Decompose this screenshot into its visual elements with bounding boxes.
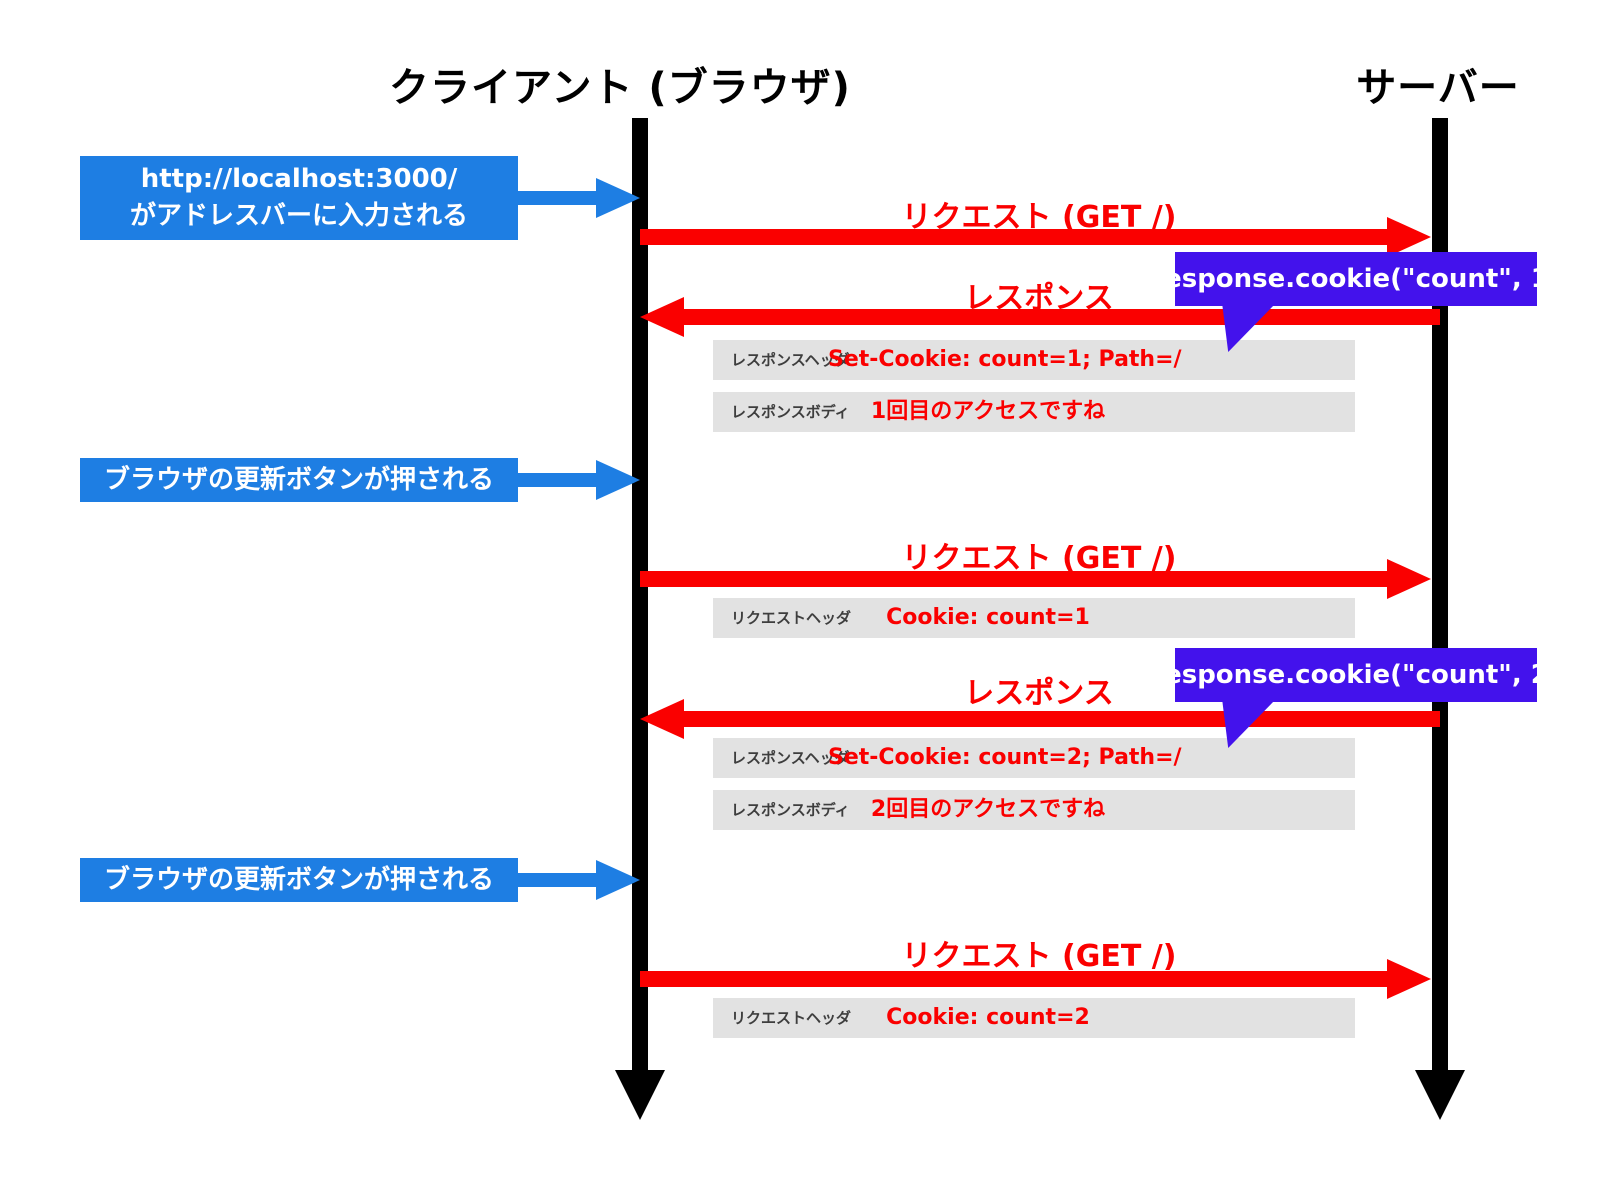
callout-response-cookie-2: response.cookie("count", 2)	[1151, 648, 1561, 748]
client-lifeline-arrowhead-icon	[615, 1070, 665, 1120]
detail-row-response-header-1: レスポンスヘッダ Set-Cookie: count=1; Path=/	[713, 340, 1355, 380]
detail-row-label: レスポンスヘッダ	[731, 351, 850, 369]
detail-row-response-header-2: レスポンスヘッダ Set-Cookie: count=2; Path=/	[713, 738, 1355, 778]
detail-row-value: 2回目のアクセスですね	[870, 797, 1106, 822]
request-arrow-1	[640, 229, 1387, 245]
detail-row-value: Set-Cookie: count=2; Path=/	[828, 745, 1182, 770]
callout-response-cookie-1: response.cookie("count", 1)	[1151, 252, 1561, 352]
server-participant-title: サーバー	[1356, 65, 1520, 111]
client-participant-title: クライアント (ブラウザ)	[389, 65, 851, 111]
detail-row-value: 1回目のアクセスですね	[870, 399, 1106, 424]
request-arrowhead-icon	[1387, 959, 1431, 999]
note-arrowhead-icon	[596, 460, 640, 500]
note-address-bar-input: http://localhost:3000/ がアドレスバーに入力される	[80, 156, 518, 240]
request-arrowhead-icon	[1387, 559, 1431, 599]
client-lifeline	[632, 118, 648, 1072]
detail-row-label: リクエストヘッダ	[731, 1009, 852, 1027]
detail-row-label: リクエストヘッダ	[731, 609, 852, 627]
detail-row-request-header-1: リクエストヘッダ Cookie: count=1	[713, 598, 1355, 638]
message-label-response-2: レスポンス	[964, 676, 1114, 711]
request-arrow-2	[640, 571, 1387, 587]
note-arrow	[518, 191, 598, 205]
detail-row-request-header-2: リクエストヘッダ Cookie: count=2	[713, 998, 1355, 1038]
note-line: http://localhost:3000/	[140, 164, 458, 194]
detail-row-label: レスポンスヘッダ	[731, 749, 850, 767]
note-line: ブラウザの更新ボタンが押される	[103, 864, 494, 895]
response-arrow-2	[684, 711, 1440, 727]
note-arrow	[518, 873, 598, 887]
note-refresh-button-1: ブラウザの更新ボタンが押される	[80, 458, 518, 502]
note-refresh-button-2: ブラウザの更新ボタンが押される	[80, 858, 518, 902]
detail-row-value: Cookie: count=1	[886, 605, 1090, 630]
message-label-request-2: リクエスト (GET /)	[901, 541, 1177, 576]
callout-code: response.cookie("count", 1)	[1151, 264, 1561, 294]
request-arrow-3	[640, 971, 1387, 987]
detail-row-response-body-1: レスポンスボディ 1回目のアクセスですね	[713, 392, 1355, 432]
note-arrowhead-icon	[596, 178, 640, 218]
response-arrow-1	[684, 309, 1440, 325]
detail-row-value: Set-Cookie: count=1; Path=/	[828, 347, 1182, 372]
callout-code: response.cookie("count", 2)	[1151, 660, 1561, 690]
response-arrowhead-icon	[640, 699, 684, 739]
detail-row-label: レスポンスボディ	[731, 403, 850, 421]
server-lifeline-arrowhead-icon	[1415, 1070, 1465, 1120]
note-line: ブラウザの更新ボタンが押される	[103, 464, 494, 495]
note-line: がアドレスバーに入力される	[129, 201, 468, 231]
request-arrowhead-icon	[1387, 217, 1431, 257]
detail-row-value: Cookie: count=2	[886, 1005, 1090, 1030]
message-label-request-3: リクエスト (GET /)	[901, 939, 1177, 974]
detail-row-label: レスポンスボディ	[731, 801, 850, 819]
detail-row-response-body-2: レスポンスボディ 2回目のアクセスですね	[713, 790, 1355, 830]
response-arrowhead-icon	[640, 297, 684, 337]
server-lifeline	[1432, 118, 1448, 1072]
note-arrowhead-icon	[596, 860, 640, 900]
note-arrow	[518, 473, 598, 487]
